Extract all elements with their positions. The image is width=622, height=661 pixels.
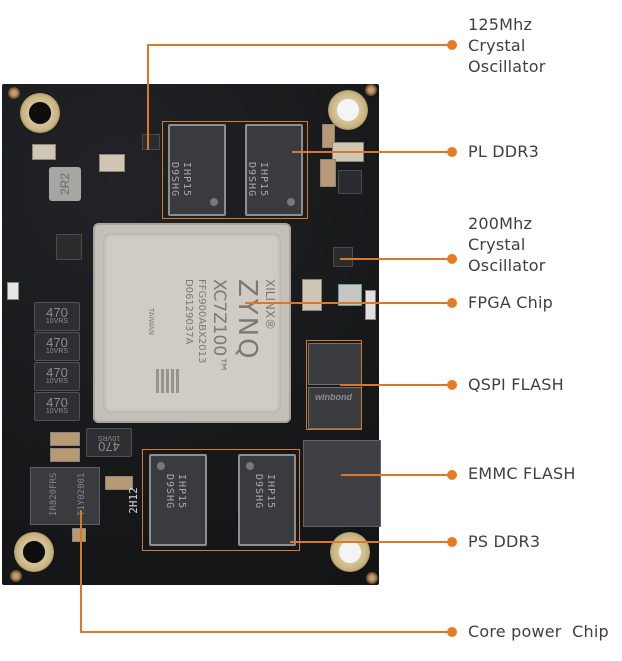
callout-dot-fpga	[447, 298, 457, 308]
fpga-family: ZYNQ	[232, 279, 262, 361]
ps-ddr3-highlight-box	[142, 449, 300, 551]
fpga-lid	[103, 233, 281, 413]
fpga-date: D06129037A	[183, 279, 194, 345]
datamatrix-code	[156, 369, 180, 393]
label-ps-ddr3: PS DDR3	[468, 532, 541, 551]
ic	[338, 170, 362, 194]
callout-line-fpga	[245, 302, 452, 304]
crystal-200-package	[333, 247, 353, 267]
pl-ddr3-highlight-box	[162, 121, 308, 219]
emmc-flash-chip	[303, 440, 381, 527]
passive	[50, 448, 80, 462]
label-qspi: QSPI FLASH	[468, 375, 564, 394]
label-crystal-125: 125Mhz Crystal Oscillator	[468, 15, 546, 76]
passive	[7, 282, 19, 300]
passive	[50, 432, 80, 446]
label-emmc: EMMC FLASH	[468, 464, 576, 483]
fpga-lot: FFG900ABX2013	[196, 279, 207, 364]
callout-dot-emmc	[447, 470, 457, 480]
core-power-chip: IR820FRS T1Y02001	[30, 467, 100, 525]
passive	[302, 279, 322, 311]
ps-ddr3-chip-2: IHP15 D9SHG	[238, 454, 296, 546]
label-pl-ddr3: PL DDR3	[468, 142, 539, 161]
ps-ddr3-chip-1: IHP15 D9SHG	[149, 454, 207, 546]
qspi-flash-chip-1	[308, 343, 362, 385]
passive	[99, 154, 125, 172]
callout-dot-core-power	[447, 627, 457, 637]
fiducial	[8, 87, 20, 99]
callout-line-crystal-125-v	[147, 44, 149, 150]
inductor: 2R2	[49, 167, 81, 201]
board-silk-rev: 2H12	[126, 487, 140, 514]
label-core-power: Core power Chip	[468, 622, 609, 641]
passive	[32, 144, 56, 160]
mounting-hole-bottom-left	[14, 532, 54, 572]
passive	[322, 124, 335, 148]
ic	[56, 234, 82, 260]
callout-line-ps-ddr3	[290, 541, 452, 543]
callout-dot-qspi	[447, 380, 457, 390]
fiducial	[366, 572, 378, 584]
pl-ddr3-chip-2: IHP15 D9SHG	[245, 124, 303, 216]
callout-line-core-power-v	[80, 510, 82, 632]
callout-line-emmc	[341, 474, 452, 476]
passive	[365, 290, 376, 320]
passive	[105, 476, 133, 490]
passive	[320, 159, 336, 187]
passive	[72, 528, 86, 542]
crystal-125-package	[142, 134, 160, 150]
label-crystal-200: 200Mhz Crystal Oscillator	[468, 214, 546, 275]
callout-dot-pl-ddr3	[447, 147, 457, 157]
fpga-origin: TAIWAN	[147, 308, 155, 336]
callout-dot-crystal-125	[447, 40, 457, 50]
fpga-part: XC7Z100™	[209, 279, 229, 374]
fiducial	[10, 570, 22, 582]
mounting-hole-bottom-right	[330, 532, 370, 572]
mounting-hole-top-right	[328, 90, 368, 130]
fpga-brand: XILINX®	[263, 279, 277, 331]
callout-line-qspi	[340, 384, 452, 386]
mounting-hole-top-left	[20, 93, 60, 133]
fiducial	[365, 84, 377, 96]
callout-dot-crystal-200	[447, 254, 457, 264]
callout-dot-ps-ddr3	[447, 537, 457, 547]
callout-line-pl-ddr3	[292, 151, 452, 153]
crystal-200-can	[338, 284, 362, 306]
label-fpga: FPGA Chip	[468, 293, 553, 312]
fpga-chip: XILINX® ZYNQ XC7Z100™ FFG900ABX2013 D061…	[93, 223, 291, 423]
callout-line-crystal-200	[340, 258, 452, 260]
pl-ddr3-chip-1: IHP15 D9SHG	[168, 124, 226, 216]
callout-line-crystal-125-h	[147, 44, 452, 46]
callout-line-core-power-h	[80, 631, 452, 633]
